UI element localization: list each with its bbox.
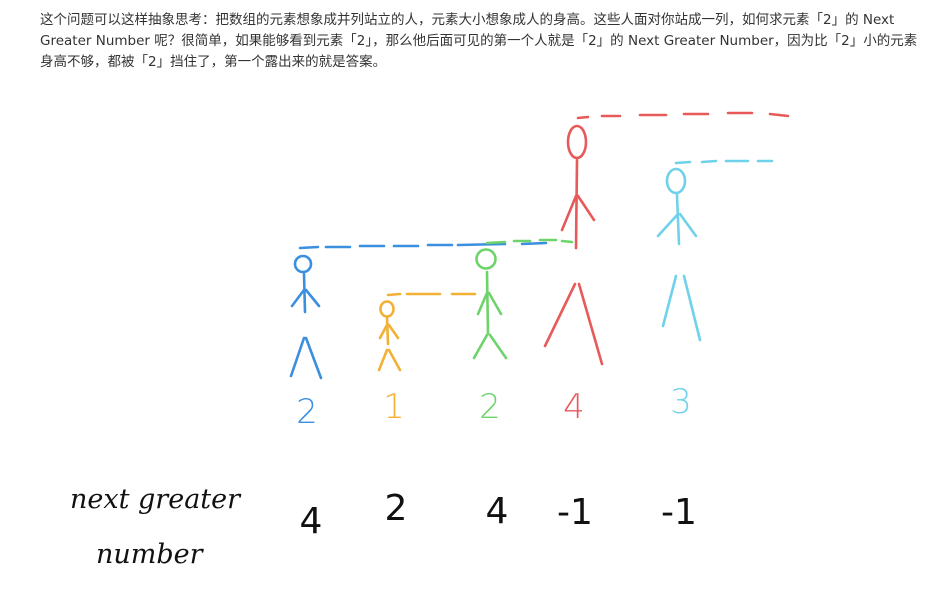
person-figure-2 bbox=[377, 300, 402, 372]
row-label-line-1: next greater bbox=[70, 484, 242, 515]
row-label-line-2: number bbox=[96, 539, 205, 570]
value-label-4: 4 bbox=[563, 387, 585, 427]
intro-paragraph: 这个问题可以这样抽象思考：把数组的元素想象成并列站立的人，元素大小想象成人的身高… bbox=[40, 12, 918, 70]
sight-line-person-3 bbox=[485, 238, 574, 245]
person-figure-1 bbox=[289, 254, 323, 380]
sight-line-person-1 bbox=[298, 241, 548, 250]
value-label-1: 2 bbox=[296, 392, 318, 432]
sight-line-person-2 bbox=[386, 292, 477, 297]
answer-4: -1 bbox=[557, 492, 593, 533]
person-figure-4 bbox=[543, 124, 604, 366]
answer-2: 2 bbox=[385, 488, 408, 529]
answer-3: 4 bbox=[486, 491, 509, 532]
value-label-2: 1 bbox=[383, 387, 405, 427]
sight-line-person-4 bbox=[576, 111, 790, 120]
person-figure-3 bbox=[472, 248, 508, 360]
person-figure-5 bbox=[656, 167, 702, 342]
sight-line-person-5 bbox=[674, 159, 774, 165]
sight-lines bbox=[298, 111, 790, 297]
value-label-3: 2 bbox=[479, 387, 501, 427]
value-label-5: 3 bbox=[670, 382, 692, 422]
answer-row: next greater number 4 2 4 -1 -1 bbox=[70, 484, 697, 570]
value-labels: 2 1 2 4 3 bbox=[296, 382, 692, 432]
answer-1: 4 bbox=[300, 501, 323, 542]
answer-5: -1 bbox=[661, 492, 697, 533]
